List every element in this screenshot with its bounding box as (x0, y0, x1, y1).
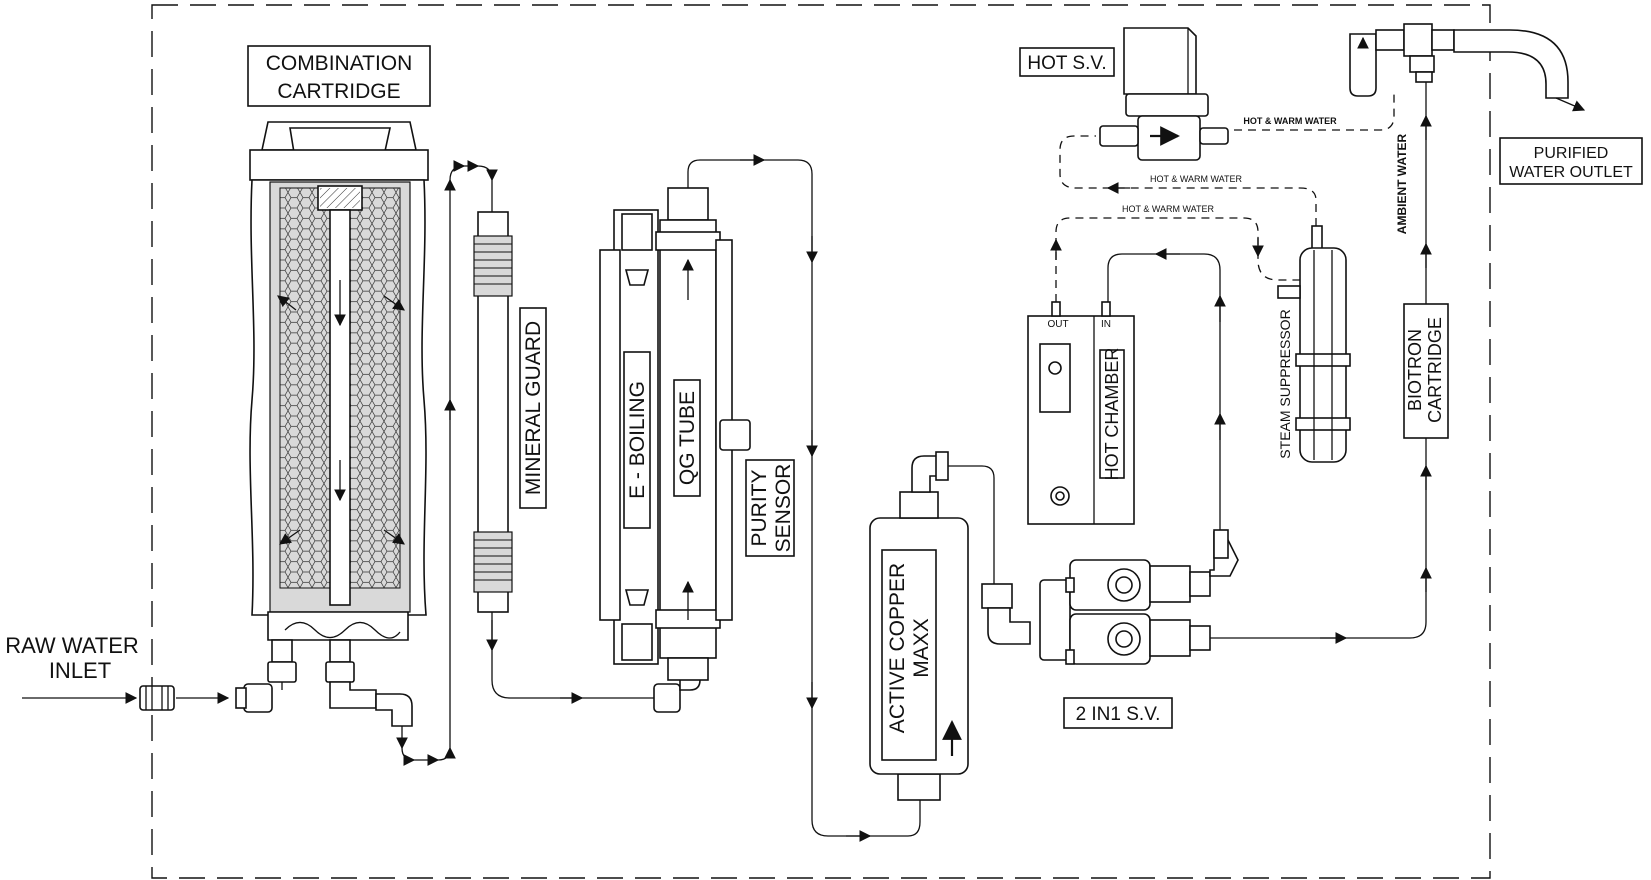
purified-label-line2: WATER OUTLET (1509, 164, 1633, 181)
mineral-guard: MINERAL GUARD (473, 211, 547, 613)
two-in-one-sv-label: 2 IN1 S.V. (1076, 704, 1161, 725)
enclosure-frame (151, 4, 1491, 879)
steam-suppressor-label: STEAM SUPPRESSOR (1277, 309, 1293, 458)
pipe-to-mineral-guard (396, 160, 498, 766)
raw-water-label-line1: RAW WATER (5, 633, 139, 658)
purity-sensor-label-line2: SENSOR (772, 464, 795, 553)
raw-water-label-line2: INLET (49, 658, 111, 683)
hot-warm-water-label-3: HOT & WARM WATER (1122, 204, 1214, 214)
hot-warm-water-label-1: HOT & WARM WATER (1243, 116, 1337, 126)
purified-label-line1: PURIFIED (1534, 145, 1609, 162)
e-boiling-qg-tube-assembly: E - BOILING QG TUBE PURITY SENSOR (599, 187, 795, 681)
hot-chamber-out-label: OUT (1047, 319, 1068, 330)
combination-label-box (247, 45, 431, 107)
purified-water-outlet: PURIFIED WATER OUTLET (1349, 23, 1643, 185)
hot-warm-dashed-line-2 (1059, 135, 1317, 226)
elbow-fitting (653, 683, 681, 713)
hot-solenoid-valve: HOT S.V. (1019, 27, 1229, 161)
purity-sensor-probe (719, 419, 751, 451)
active-copper-maxx: ACTIVE COPPER MAXX (869, 451, 969, 801)
pipe-to-2in1-sv (948, 465, 995, 584)
steam-suppressor: STEAM SUPPRESSOR (1277, 225, 1351, 463)
combination-label-line1: COMBINATION (266, 52, 413, 75)
hot-warm-dashed-line-3 (1178, 92, 1395, 131)
inlet-connector (139, 685, 175, 711)
e-boiling-label: E - BOILING (626, 381, 649, 499)
two-in-one-solenoid-valve: 2 IN1 S.V. (1039, 529, 1239, 729)
pipe-to-qg-tube (491, 612, 654, 699)
elbow-fitting (243, 683, 273, 713)
active-copper-label-line1: ACTIVE COPPER (886, 563, 909, 733)
hot-warm-dashed-line-1 (1055, 217, 1317, 302)
hot-chamber-label: HOT CHAMBER (1102, 348, 1122, 481)
hot-chamber: OUT IN HOT CHAMBER (1027, 301, 1135, 525)
mineral-guard-label: MINERAL GUARD (522, 321, 545, 495)
hot-sv-label: HOT S.V. (1027, 53, 1106, 74)
pipe-to-active-copper (687, 159, 921, 837)
active-copper-label-line2: MAXX (910, 618, 933, 678)
ambient-water-label: AMBIENT WATER (1395, 133, 1409, 234)
qg-tube-label: QG TUBE (676, 391, 699, 485)
hot-warm-water-label-2: HOT & WARM WATER (1150, 174, 1242, 184)
pipe-to-biotron (1210, 438, 1427, 639)
purity-sensor-label-line1: PURITY (748, 469, 771, 546)
biotron-label-line1: BIOTRON (1405, 329, 1425, 411)
raw-water-inlet: RAW WATER INLET (5, 633, 273, 713)
biotron-cartridge: BIOTRON CARTRIDGE (1403, 303, 1449, 439)
biotron-label-line2: CARTRIDGE (1425, 317, 1445, 423)
combination-label-line2: CARTRIDGE (277, 80, 400, 103)
hot-chamber-in-label: IN (1101, 319, 1111, 330)
combination-cartridge: COMBINATION CARTRIDGE (247, 45, 431, 727)
